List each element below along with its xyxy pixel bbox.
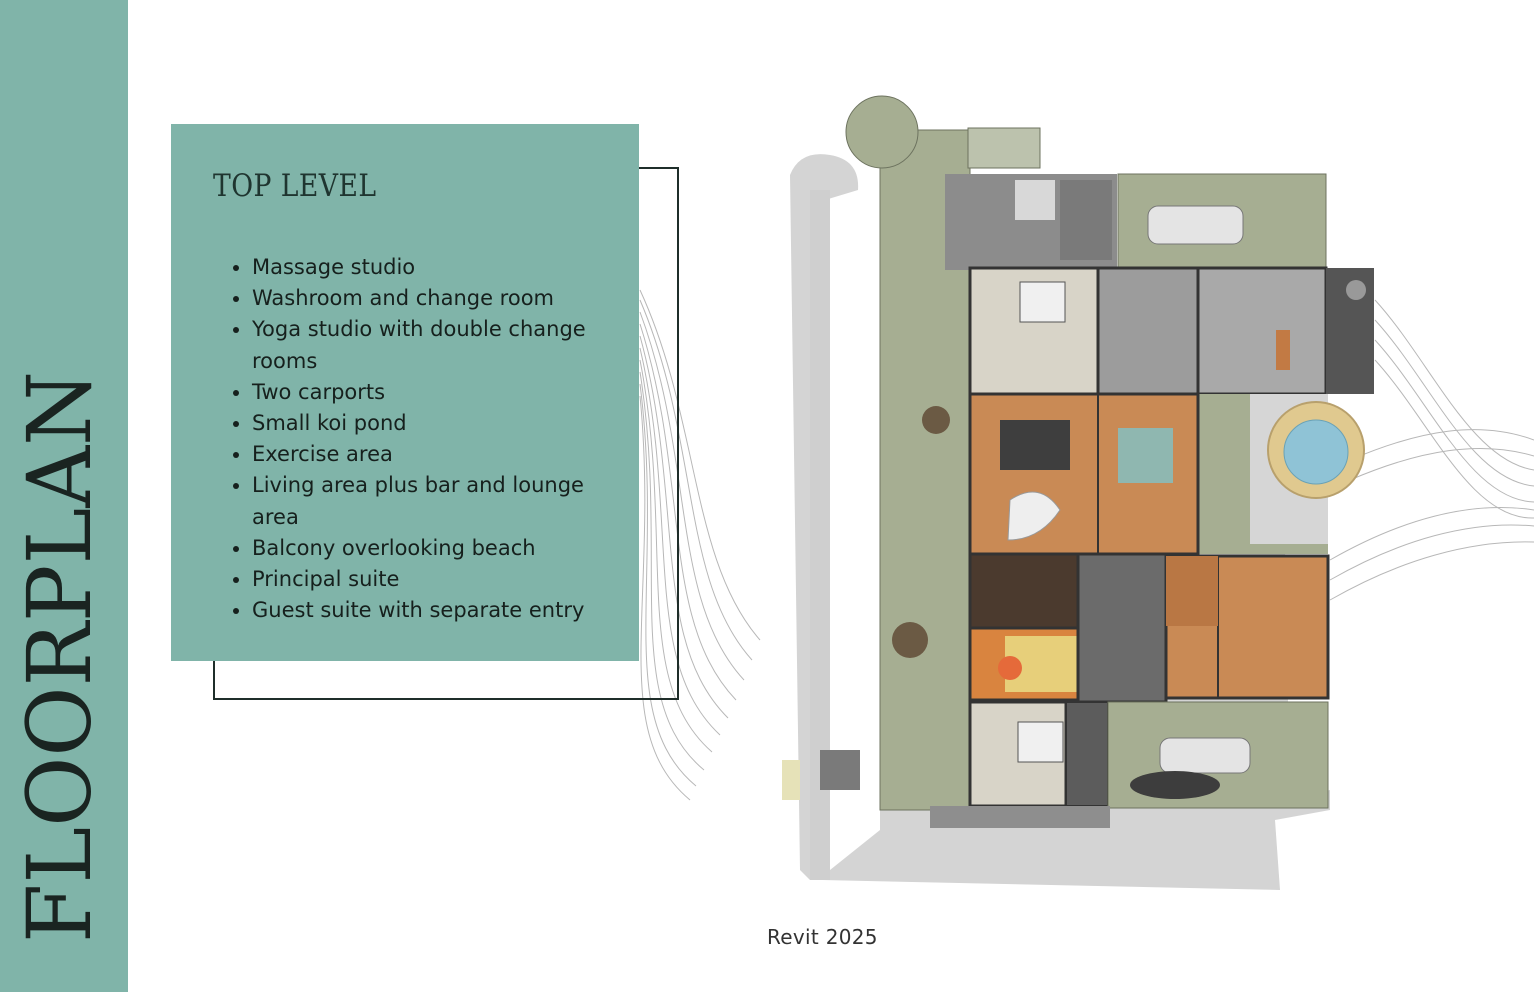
list-item: Yoga studio with double change rooms — [252, 314, 632, 376]
list-item: Two carports — [252, 377, 632, 408]
side-title: FLOORPLAN — [0, 0, 128, 992]
list-item: Exercise area — [252, 439, 632, 470]
list-item: Washroom and change room — [252, 283, 632, 314]
features-card: TOP LEVEL Massage studio Washroom and ch… — [171, 124, 639, 661]
feature-list: Massage studio Washroom and change room … — [229, 252, 632, 626]
list-item: Small koi pond — [252, 408, 632, 439]
floor-plan-image — [782, 95, 1374, 890]
side-band — [0, 0, 128, 992]
guest-suite — [1164, 554, 1330, 700]
list-item: Guest suite with separate entry — [252, 595, 632, 626]
list-item: Living area plus bar and lounge area — [252, 470, 632, 532]
software-caption: Revit 2025 — [767, 925, 878, 949]
list-item: Principal suite — [252, 564, 632, 595]
list-item: Massage studio — [252, 252, 632, 283]
round-deck — [845, 95, 919, 169]
list-item: Balcony overlooking beach — [252, 533, 632, 564]
floorplan-title: FLOORPLAN — [8, 371, 111, 943]
level-title: TOP LEVEL — [213, 168, 377, 204]
